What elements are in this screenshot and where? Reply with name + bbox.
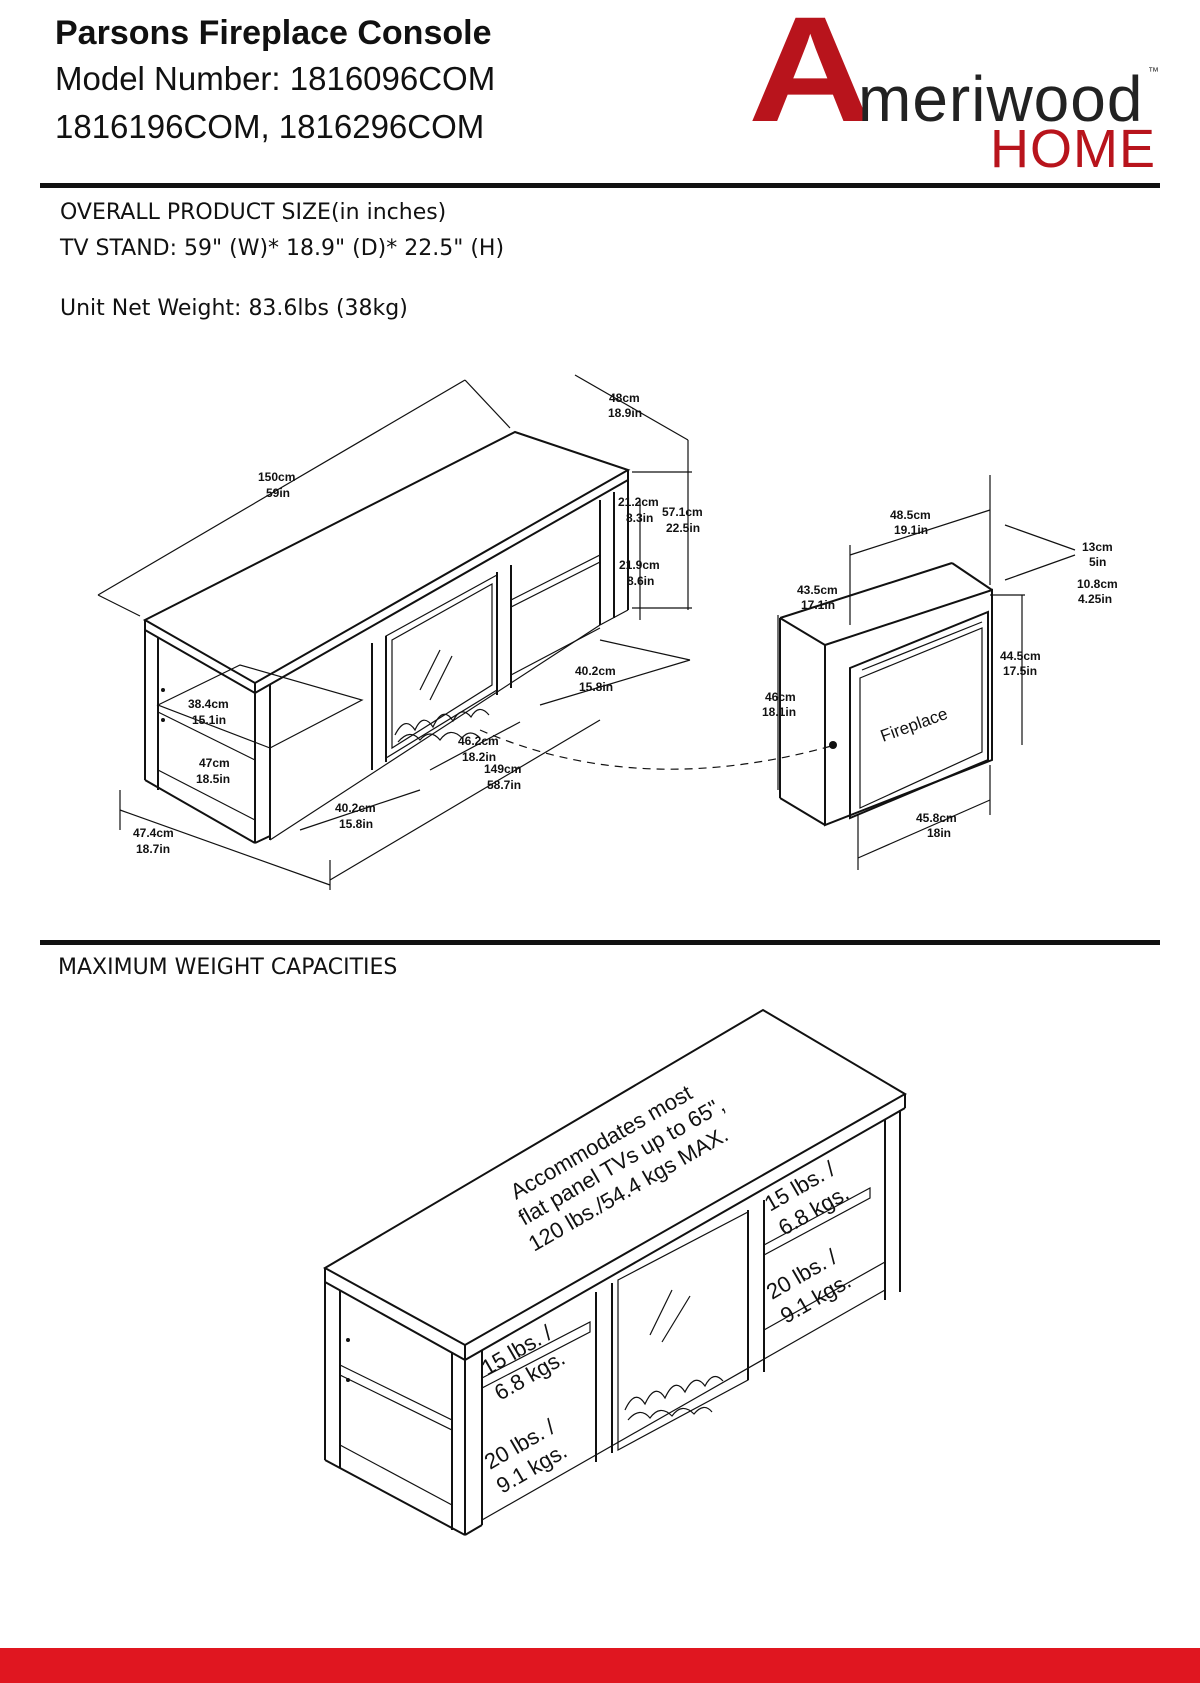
tv-stand-size: TV STAND: 59" (W)* 18.9" (D)* 22.5" (H) (60, 236, 505, 261)
dim-upper-in: 8.3in (626, 511, 653, 525)
dim-left-upper-cm: 38.4cm (188, 697, 229, 711)
dim-left-lower-in: 18.5in (196, 772, 230, 786)
product-title: Parsons Fireplace Console (55, 14, 492, 52)
dim-inner-width-cm: 149cm (484, 762, 521, 776)
dim-right-shelf-cm: 40.2cm (575, 664, 616, 678)
dim-center-cm: 46.2cm (458, 734, 499, 748)
dim-width-in: 59in (266, 486, 290, 500)
unit-net-weight: Unit Net Weight: 83.6lbs (38kg) (60, 296, 408, 321)
fp-inner-cm: 43.5cm (797, 583, 838, 597)
logo-home: HOME (990, 119, 1156, 179)
fp-height-in: 17.5in (1003, 664, 1037, 678)
logo-wordmark: meriwood (858, 63, 1144, 135)
logo-trademark: ™ (1148, 66, 1159, 78)
bottom-red-bar (0, 1648, 1200, 1683)
fp-depth2-cm: 10.8cm (1077, 577, 1118, 591)
fp-bottom-cm: 45.8cm (916, 811, 957, 825)
model-number-line2: 1816196COM, 1816296COM (55, 108, 485, 145)
dim-width-cm: 150cm (258, 470, 295, 484)
fp-top-cm: 48.5cm (890, 508, 931, 522)
fp-depth-cm: 13cm (1082, 540, 1113, 554)
logo-letter-a: A (748, 0, 873, 153)
dim-height-cm: 57.1cm (662, 505, 703, 519)
dim-inner-width-in: 58.7in (487, 778, 521, 792)
fp-depth-in: 5in (1089, 555, 1106, 569)
section-divider (40, 940, 1160, 945)
dim-center-in: 18.2in (462, 750, 496, 764)
dim-lower-in: 8.6in (627, 574, 654, 588)
fp-bottom-in: 18in (927, 826, 951, 840)
capacities-heading: MAXIMUM WEIGHT CAPACITIES (58, 955, 398, 980)
dimension-lines (97, 374, 837, 890)
fp-top-in: 19.1in (894, 523, 928, 537)
fp-left-cm: 46cm (765, 690, 796, 704)
dim-side-depth-in: 18.7in (136, 842, 170, 856)
fireplace-label: Fireplace (878, 704, 950, 746)
dim-left-shelf-cm: 40.2cm (335, 801, 376, 815)
size-heading: OVERALL PRODUCT SIZE(in inches) (60, 200, 447, 225)
stand-drawing-capacities: Accommodates most flat panel TVs up to 6… (322, 1008, 907, 1536)
dim-side-depth-cm: 47.4cm (133, 826, 174, 840)
dim-right-shelf-in: 15.8in (579, 680, 613, 694)
fp-inner-in: 17.1in (801, 598, 835, 612)
dim-left-upper-in: 15.1in (192, 713, 226, 727)
fp-left-in: 18.1in (762, 705, 796, 719)
fp-height-cm: 44.5cm (1000, 649, 1041, 663)
dim-upper-cm: 21.2cm (618, 495, 659, 509)
dim-depth-in: 18.9in (608, 406, 642, 420)
header-divider (40, 183, 1160, 188)
dim-depth-cm: 48cm (609, 391, 640, 405)
dim-left-shelf-in: 15.8in (339, 817, 373, 831)
dimension-labels: 48cm 18.9in 150cm 59in 21.2cm 8.3in 57.1… (133, 391, 1118, 856)
dim-height-in: 22.5in (666, 521, 700, 535)
dim-left-lower-cm: 47cm (199, 756, 230, 770)
model-number-line1: Model Number: 1816096COM (55, 60, 496, 97)
dim-lower-cm: 21.9cm (619, 558, 660, 572)
fp-depth2-in: 4.25in (1078, 592, 1112, 606)
stand-drawing-top (142, 430, 631, 844)
